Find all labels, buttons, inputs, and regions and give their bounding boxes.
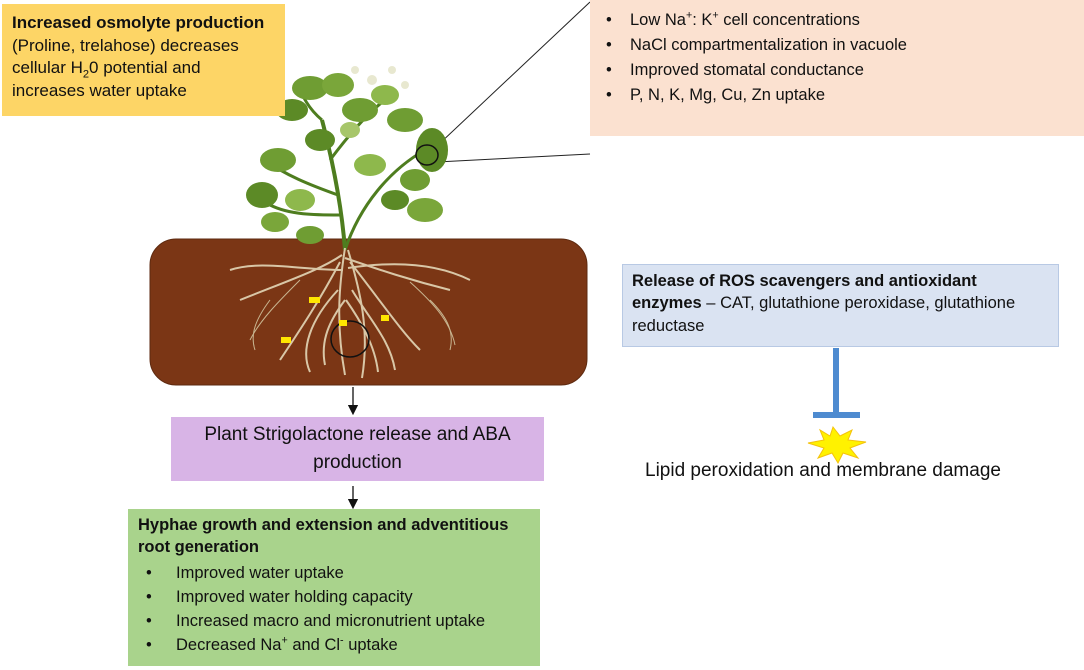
ros-enzymes: – CAT, glutathione peroxidase, glutathio…: [632, 294, 1016, 335]
strigolactone-box: Plant Strigolactone release and ABA prod…: [171, 417, 544, 481]
osmolyte-body: (Proline, trelahose) decreases cellular …: [12, 35, 239, 100]
leaf-highlight-circle: [415, 144, 439, 166]
ion-item: P, N, K, Mg, Cu, Zn uptake: [602, 83, 1072, 108]
fine-roots: [249, 279, 456, 351]
hyphae-title: Hyphae growth and extension and adventit…: [138, 516, 509, 556]
hyphae-box: Hyphae growth and extension and adventit…: [128, 509, 540, 666]
hyphae-item: Improved water uptake: [138, 561, 530, 585]
hyphae-item: Increased macro and micronutrient uptake: [138, 609, 530, 633]
osmolyte-title: Increased osmolyte production: [12, 13, 265, 32]
lipid-peroxidation-label: Lipid peroxidation and membrane damage: [645, 460, 1001, 481]
callout-line-top: [436, 1, 591, 147]
ion-item: Improved stomatal conductance: [602, 58, 1072, 83]
ion-item: NaCl compartmentalization in vacuole: [602, 33, 1072, 58]
damage-burst-icon: [807, 425, 867, 465]
ion-item: Low Na+: K+ cell concentrations: [602, 8, 1072, 33]
ros-scavengers-box: Release of ROS scavengers and antioxidan…: [622, 264, 1059, 347]
hyphae-marker: [339, 320, 347, 326]
plant-roots: [229, 247, 471, 379]
root-highlight-circle: [330, 320, 370, 358]
ion-uptake-box: Low Na+: K+ cell concentrations NaCl com…: [590, 0, 1084, 136]
hyphae-item: Decreased Na+ and Cl- uptake: [138, 633, 530, 657]
hyphae-marker: [309, 297, 320, 303]
soil-block: [149, 238, 588, 386]
ros-title: Release of ROS scavengers and antioxidan…: [632, 272, 977, 313]
strigolactone-label: Plant Strigolactone release and ABA prod…: [204, 424, 511, 473]
hyphae-item: Improved water holding capacity: [138, 585, 530, 609]
hyphae-marker: [381, 315, 389, 321]
osmolyte-box: Increased osmolyte production (Proline, …: [2, 4, 285, 116]
callout-line-bottom: [436, 153, 591, 163]
hyphae-marker: [281, 337, 291, 343]
